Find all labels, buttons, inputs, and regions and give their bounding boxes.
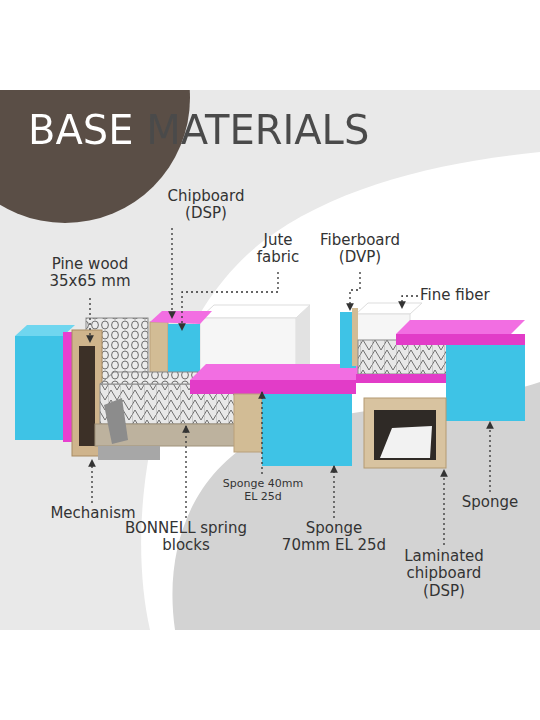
part-label: Chipboard (DSP) — [158, 188, 254, 223]
part-label: Jute fabric — [248, 232, 308, 267]
part-label: Laminated chipboard (DSP) — [396, 548, 492, 600]
pine-frame-inner — [79, 346, 95, 446]
arm-magenta — [63, 332, 72, 442]
part-label: Sponge 40mm EL 25d — [218, 478, 308, 503]
spring-top — [100, 372, 204, 384]
leader-line — [91, 460, 92, 503]
leader-line — [89, 298, 90, 342]
part-label: Sponge 70mm EL 25d — [280, 520, 388, 555]
center-sponge — [262, 394, 352, 466]
laminated-frame — [364, 398, 446, 468]
leader-line — [443, 470, 444, 545]
white-swirl — [141, 152, 540, 630]
seat-front — [190, 380, 356, 394]
right-arm-front — [396, 334, 525, 345]
leader-line — [182, 272, 278, 330]
right-fiber-top — [356, 303, 422, 314]
leader-line — [171, 228, 172, 318]
leader-line — [489, 422, 490, 492]
right-sponge — [446, 345, 525, 421]
mechanism-bracket — [104, 398, 128, 444]
leader-line — [350, 272, 360, 310]
part-label: Sponge — [452, 494, 528, 511]
part-label: Fine fiber — [420, 287, 520, 304]
mechanism — [98, 446, 160, 460]
leader-line — [402, 296, 418, 308]
leader-line — [185, 426, 186, 518]
title: BASE MATERIALS — [28, 108, 369, 152]
leader-lines — [90, 228, 490, 545]
fiber-top — [200, 305, 310, 318]
leader-line — [333, 466, 334, 518]
frame-sheet — [380, 426, 432, 458]
background — [0, 0, 540, 630]
arm-sponge — [15, 336, 63, 440]
right-seat-front — [356, 374, 446, 383]
sofa-cutaway — [15, 303, 525, 468]
back-top — [150, 311, 212, 324]
part-label: Fiberboard (DVP) — [312, 232, 408, 267]
leader-line — [261, 392, 262, 474]
frame-inner — [374, 410, 436, 460]
fiberboard — [352, 308, 358, 366]
right-arm-top — [396, 320, 525, 334]
center-chipboard — [234, 394, 262, 452]
part-label: BONNELL spring blocks — [124, 520, 248, 555]
part-label: Pine wood 35x65 mm — [40, 256, 140, 291]
